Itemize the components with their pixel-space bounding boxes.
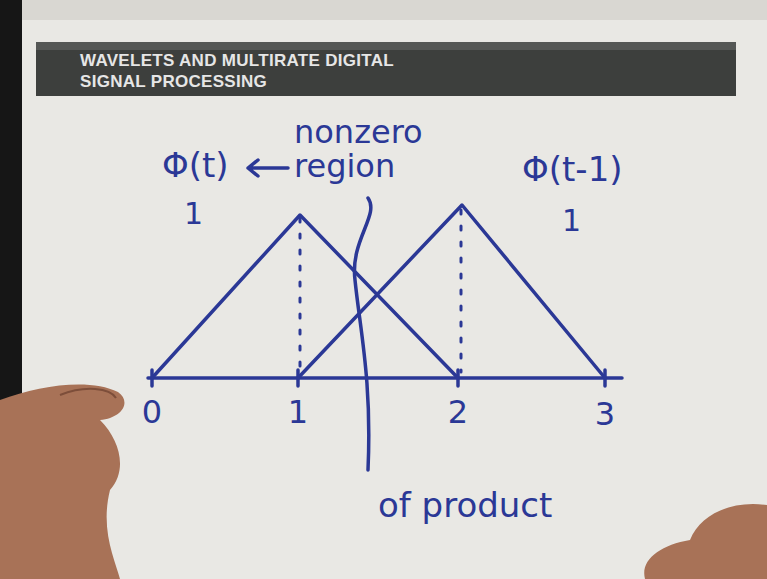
function-name: Φ(t-1): [522, 152, 623, 188]
paper-top: [0, 0, 767, 20]
axis-tick: [456, 370, 460, 386]
axis-tick: [296, 370, 300, 386]
hand: [644, 504, 767, 579]
pointer-arrow: [248, 160, 288, 176]
peak-value: 1: [184, 198, 203, 230]
dotted-guide: [460, 210, 463, 372]
axis-tick: [603, 370, 607, 386]
banner-shade: [36, 42, 736, 50]
axis-value: 0: [142, 396, 162, 430]
hand: [0, 384, 124, 579]
slide-title: WAVELETS AND MULTIRATE DIGITAL SIGNAL PR…: [80, 50, 420, 92]
shifted-phi-triangle: [298, 205, 605, 378]
title-banner: [36, 42, 736, 96]
peak-value: 1: [562, 205, 581, 237]
time-axis: [148, 376, 622, 380]
axis-value: 3: [595, 398, 615, 432]
function-name: Φ(t): [162, 148, 229, 184]
dotted-guide: [299, 218, 302, 372]
axis-value: 2: [448, 396, 468, 430]
region-note: of product: [378, 488, 552, 524]
hand-crease: [60, 389, 116, 398]
axis-tick: [150, 370, 154, 386]
leader-curve: [354, 198, 370, 470]
region-note: nonzero region: [294, 116, 464, 183]
phi-triangle: [152, 215, 458, 378]
axis-value: 1: [288, 396, 308, 430]
